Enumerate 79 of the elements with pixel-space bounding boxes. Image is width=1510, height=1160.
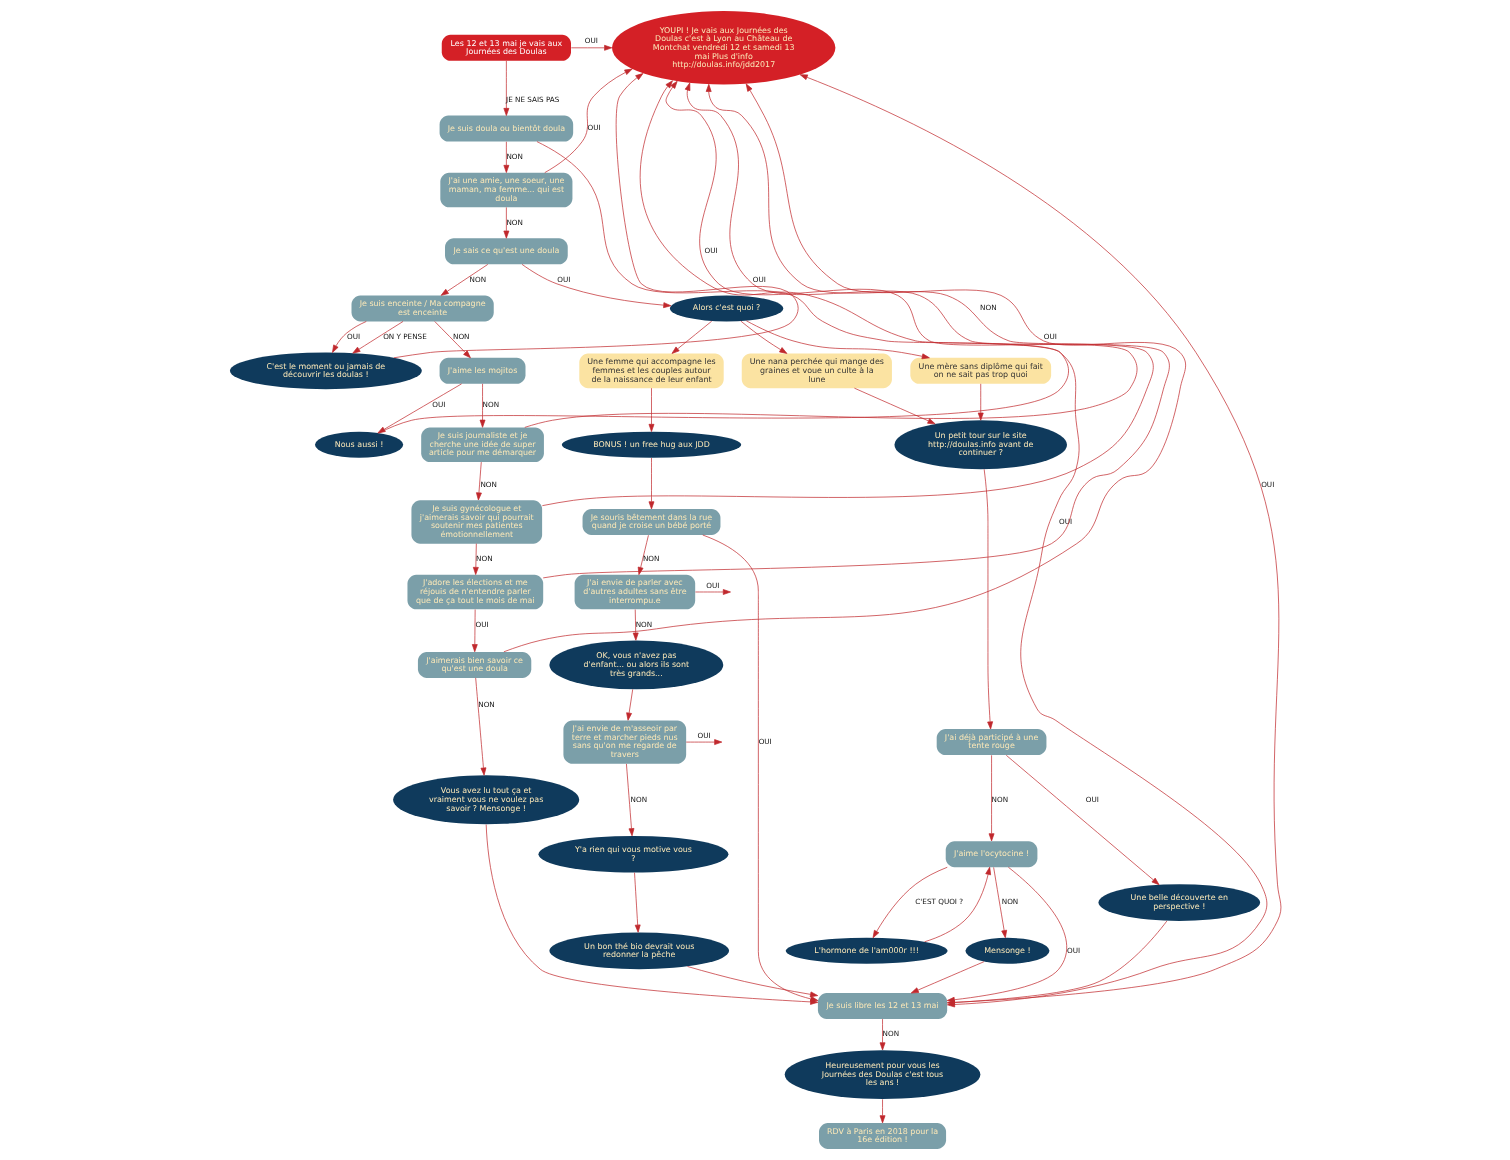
arrow: [521, 264, 671, 309]
edge-label: OUI: [1043, 331, 1057, 341]
edge-label: NON: [475, 553, 493, 563]
edge-label: NON: [505, 217, 523, 227]
arrow: [471, 609, 478, 653]
arrow: [541, 82, 1154, 506]
arrow: [570, 44, 612, 51]
arrow: [853, 387, 935, 425]
arrow: [377, 383, 462, 434]
edge-label: OUI: [705, 580, 719, 590]
arrow: [503, 207, 509, 239]
arrow: [632, 609, 639, 641]
arrow: [625, 689, 633, 721]
edge-label: NON: [1001, 897, 1018, 907]
edge-label: NON: [635, 619, 652, 629]
edge-label: NON: [979, 303, 997, 313]
arrow: [633, 872, 641, 933]
edge-label: C'EST QUOI ?: [914, 897, 963, 907]
edge-label: OUI: [556, 274, 570, 284]
edge-label: OUI: [584, 36, 598, 46]
arrow: [992, 867, 1007, 939]
edge-label: OUI: [475, 619, 489, 629]
edge-label: NON: [452, 331, 469, 341]
arrow: [977, 383, 984, 421]
arrow: [542, 83, 1170, 579]
edge-label: OUI: [587, 123, 601, 133]
edge-label: NON: [477, 699, 495, 709]
arrow: [331, 321, 367, 353]
edge-label: NON: [882, 1029, 899, 1039]
arrow: [648, 457, 654, 510]
edge-label: OUI: [758, 736, 772, 746]
arrow: [988, 754, 994, 842]
arrow: [523, 80, 1137, 428]
arrow: [872, 866, 948, 939]
arrow: [503, 60, 509, 116]
edge-label: OUI: [697, 730, 711, 740]
arrow: [503, 83, 1186, 653]
arrow: [910, 961, 984, 994]
edge-label: OUI: [431, 399, 445, 409]
arrow: [433, 321, 471, 359]
edge-label: ON Y PENSE: [382, 331, 427, 341]
arrow: [694, 589, 731, 595]
arrow: [474, 677, 486, 776]
arrow: [739, 320, 787, 354]
arrow: [543, 68, 632, 173]
arrow: [671, 320, 712, 354]
arrow: [648, 387, 654, 432]
arrow: [686, 966, 818, 998]
arrow: [1005, 754, 1159, 886]
arrow: [440, 264, 488, 296]
arrow: [479, 383, 485, 428]
edge-label: NON: [642, 553, 659, 563]
arrow: [351, 321, 403, 354]
edge-label: NON: [505, 151, 523, 161]
arrow: [923, 866, 991, 943]
edge-label: OUI: [1066, 945, 1080, 955]
arrow: [983, 468, 993, 730]
edge-label: NON: [630, 794, 647, 804]
arrow: [472, 543, 479, 575]
edge-label: OUI: [752, 274, 766, 284]
edge-label: OUI: [1260, 479, 1274, 489]
edge-label: NON: [991, 794, 1008, 804]
arrow: [685, 739, 722, 745]
arrow: [625, 763, 634, 837]
edge-label: OUI: [1058, 516, 1072, 526]
edge-label: OUI: [346, 331, 360, 341]
arrow: [393, 73, 798, 359]
arrow: [475, 461, 482, 501]
edge-label: NON: [469, 274, 486, 284]
edge-label: NON: [479, 479, 497, 489]
arrow: [503, 141, 509, 173]
edge-label: NON: [482, 399, 499, 409]
edge-label: OUI: [704, 246, 718, 256]
arrow: [637, 534, 649, 575]
arrow: [377, 80, 1069, 434]
arrow: [879, 1099, 885, 1124]
arrow: [879, 1018, 885, 1051]
arrow: [745, 320, 930, 360]
edge-label: OUI: [1085, 794, 1099, 804]
